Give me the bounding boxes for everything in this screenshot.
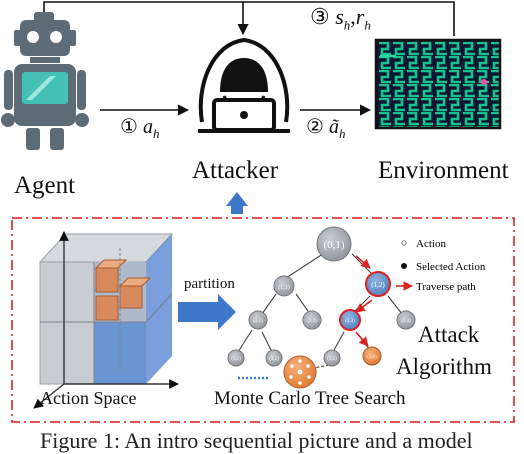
legend-selected-label: Selected Action (416, 261, 486, 273)
svg-text:(3,5): (3,5) (327, 357, 337, 362)
attacker-label: Attacker (192, 157, 279, 184)
svg-text:(2,4): (2,4) (401, 319, 411, 324)
svg-text:(2,1): (2,1) (253, 319, 263, 324)
tree-node-3-1: (3,1) (227, 349, 245, 367)
svg-text:(2,2): (2,2) (307, 319, 317, 324)
step1-label: ① ah (120, 116, 160, 141)
step2-label: ② ãh (306, 116, 346, 141)
traverse-path (355, 255, 373, 347)
attack-label-line2: Algorithm (396, 354, 492, 379)
legend-action-icon (401, 240, 407, 246)
expanded-node (283, 355, 317, 389)
tree-node-3-5: (3,5) (323, 349, 341, 367)
step3-label: ③ sh,rh (310, 4, 371, 33)
action-space-cube (33, 231, 179, 409)
tree-node-2-4: (2,4) (396, 310, 416, 330)
svg-text:(3,6): (3,6) (367, 355, 377, 360)
svg-text:(3,1): (3,1) (231, 357, 241, 362)
svg-text:(3,2): (3,2) (269, 357, 279, 362)
legend: Action Selected Action Traverse path (396, 238, 486, 293)
feedback-loop (38, 1, 455, 36)
attack-label-line1: Attack (418, 322, 480, 347)
tree-node-1-1: (1,1) (273, 275, 295, 297)
svg-text:(1,2): (1,2) (371, 281, 385, 289)
agent-label: Agent (14, 172, 76, 199)
tree-node-1-2-selected: (1,2) (365, 271, 391, 297)
svg-text:(0,1): (0,1) (323, 239, 344, 251)
maze-icon (374, 38, 502, 130)
mcts-label: Monte Carlo Tree Search (214, 388, 406, 409)
figure-caption: Figure 1: An intro sequential picture an… (40, 428, 473, 453)
action-space-label: Action Space (40, 388, 137, 408)
partition-label: partition (184, 276, 235, 292)
tree-node-3-6-selected: (3,6) (362, 346, 382, 366)
hacker-icon (198, 38, 290, 133)
robot-icon (1, 12, 89, 150)
svg-text:(2,3): (2,3) (345, 319, 355, 324)
tree-node-root: (0,1) (316, 226, 352, 262)
legend-traverse-label: Traverse path (416, 281, 476, 293)
up-arrow-icon (226, 192, 248, 214)
legend-action-label: Action (416, 238, 446, 250)
tree-node-3-2: (3,2) (265, 349, 283, 367)
partition-arrow-icon (178, 294, 236, 330)
legend-selected-icon (401, 263, 407, 269)
tree-node-2-2: (2,2) (302, 310, 322, 330)
tree-node-2-1: (2,1) (248, 310, 268, 330)
tree-node-2-3-selected: (2,3) (339, 309, 361, 331)
svg-text:(1,1): (1,1) (278, 284, 290, 291)
attack-module-box (11, 217, 515, 423)
environment-label: Environment (378, 157, 509, 184)
